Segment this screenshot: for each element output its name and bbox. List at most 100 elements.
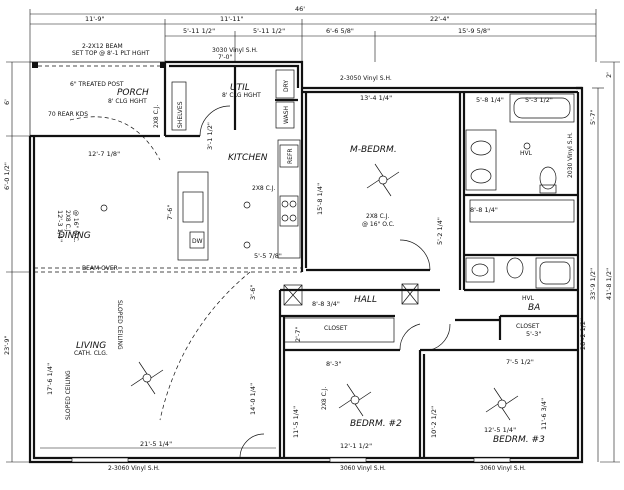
living-area: LIVING CATH. CLG. SLOPED CEILING SLOPED …	[40, 271, 276, 459]
door-swing-icon	[239, 433, 265, 459]
win-bottom-2: 3060 Vinyl S.H.	[340, 465, 386, 472]
bed2-joist: 2X8 C.J.	[321, 386, 328, 410]
bed3-side: 10'-2 1/2"	[430, 406, 438, 438]
room-bath: BA	[528, 303, 540, 313]
stove	[279, 195, 299, 227]
right-dimensions: 41'-8 1/2" 33'-9 1/2" 28'-2 1/2" 5'-7" 2…	[579, 61, 620, 463]
dining-area: DINING 12'-7 1/8" 12'-3 1/4" 2X8 C.J. @ …	[56, 150, 120, 272]
dim-util-width: 5'-11 1/2"	[183, 27, 215, 35]
dining-joist: 2X8 C.J.	[64, 210, 71, 234]
hall-width: 8'-8 3/4"	[312, 300, 340, 308]
rear-kds-note: 70 REAR KDS	[48, 111, 88, 118]
sink-2	[470, 168, 492, 184]
top-dimensions: 46' 11'-9" 11'-11" 22'-4" 5'-11 1/2" 5'-…	[29, 5, 597, 62]
util-window-2: 7'-0"	[218, 54, 232, 61]
toilet	[539, 166, 557, 190]
dim-left-a: 6'	[3, 99, 11, 105]
mb-height: 15'-8 1/4"	[316, 183, 324, 215]
util-shelves	[171, 81, 187, 131]
dim-left-b: 6'-0 1/2"	[3, 162, 11, 190]
hall-area: HALL 8'-8 3/4" 3'-6" CLOSET 8'-3" 2'-7"	[249, 283, 451, 368]
fan-icon	[366, 163, 400, 197]
closet-height: 2'-7"	[294, 327, 302, 342]
beam-over-note: BEAM OVER	[82, 265, 118, 272]
light-icon	[243, 201, 251, 209]
hall-closet-dim: 8'-3"	[326, 360, 341, 368]
dim-left-c: 23'-9"	[3, 335, 11, 355]
porch-joist: 2X8 C.J.	[153, 104, 160, 128]
living-vert: 14'-0 1/4"	[249, 383, 257, 415]
master-bedroom: 2-3050 Vinyl S.H. M-BEDRM. 13'-4 1/4" 15…	[316, 75, 444, 271]
dw-label: DW	[192, 238, 203, 245]
bottom-window-notes: 2-3060 Vinyl S.H. 3060 Vinyl S.H. 3060 V…	[71, 457, 526, 472]
kitchen-height: 3'-1 1/2"	[206, 122, 214, 150]
light-icon	[243, 241, 251, 249]
post-marker	[32, 62, 38, 68]
overall-width-dim: 46'	[295, 5, 305, 13]
room-master-bedroom: M-BEDRM.	[350, 145, 397, 155]
bedroom-2: BEDRM. #2 12'-1 1/2" 11'-5 1/4" 2X8 C.J.	[292, 383, 402, 450]
fan-icon	[130, 361, 164, 395]
left-dimensions: 6' 6'-0 1/2" 23'-9"	[3, 61, 30, 463]
dining-width: 12'-7 1/8"	[88, 150, 120, 158]
post-marker-2	[160, 62, 166, 68]
win-bottom-1: 2-3060 Vinyl S.H.	[108, 465, 160, 472]
door-swing-icon	[399, 323, 421, 351]
washer-label: WASH	[283, 106, 290, 124]
porch-ceiling: 8' CLG HGHT	[108, 98, 147, 105]
kitchen-joist: 2X8 C.J.	[252, 185, 276, 192]
closet-width: 5'-3"	[526, 330, 541, 338]
kitchen-sink	[182, 191, 204, 223]
washer	[275, 101, 295, 129]
util-window: 3030 Vinyl S.H.	[212, 47, 258, 54]
bed3-width: 12'-5 1/4"	[484, 426, 516, 434]
room-util: UTIL	[230, 83, 250, 93]
mb-joist-spacing: @ 16" O.C.	[362, 221, 395, 228]
hvac-unit	[401, 283, 419, 305]
dining-height: 12'-3 1/4"	[56, 210, 64, 242]
door-swing-icon	[429, 323, 451, 351]
dishwasher	[189, 231, 205, 249]
living-sloped: SLOPED CEILING	[116, 300, 123, 350]
post-note: 6" TREATED POST	[70, 81, 124, 88]
vanity	[465, 129, 497, 191]
hvl-label-2: HVL	[522, 295, 535, 302]
refr-label: REFR	[287, 148, 294, 164]
bed3-height: 11'-6 3/4"	[540, 398, 548, 430]
hall-bath: BA HVL	[465, 257, 575, 313]
closet-label-1: CLOSET	[324, 325, 348, 332]
bath-closet-width: 8'-8 1/4"	[470, 206, 498, 214]
sink	[470, 140, 492, 156]
dim-depth-a: 33'-9 1/2"	[589, 268, 597, 300]
beam-note: 2-2X12 BEAM	[82, 43, 123, 50]
toilet-2	[506, 257, 524, 279]
hvl-label: HVL	[520, 150, 533, 157]
porch-area: 2-2X12 BEAM SET TOP @ 8'-1 PLT HGHT 6" T…	[32, 43, 295, 161]
bedroom-3: BEDRM. #3 12'-5 1/4" 11'-6 3/4" 10'-2 1/…	[430, 323, 548, 445]
dim-depth-d: 2'	[605, 72, 613, 78]
refrigerator	[279, 144, 299, 168]
bathtub	[509, 93, 575, 123]
room-dining: DINING	[58, 231, 91, 241]
light-icon	[523, 142, 531, 150]
room-living: LIVING	[76, 341, 106, 351]
interior-walls	[30, 66, 578, 458]
door-swing-icon	[399, 239, 431, 271]
dim-porch-width: 11'-9"	[85, 15, 105, 23]
living-cath: CATH. CLG.	[74, 350, 108, 357]
dining-joist-spacing: @ 16" O.C.	[72, 210, 79, 243]
room-hall: HALL	[354, 295, 377, 305]
dim-depth-c: 5'-7"	[589, 110, 597, 125]
kitchen-counter	[277, 139, 301, 259]
sink-3	[471, 263, 489, 277]
dryer-label: DRY	[283, 80, 290, 92]
room-porch: PORCH	[117, 88, 149, 98]
living-height: 17'-6 1/4"	[46, 363, 54, 395]
mb-side: 5'-2 1/4"	[436, 217, 444, 245]
mb-joist: 2X8 C.J.	[366, 213, 390, 220]
beam-note-2: SET TOP @ 8'-1 PLT HGHT	[72, 50, 150, 57]
dim-center-width: 11'-11"	[220, 15, 244, 23]
door-swing-icon	[199, 105, 231, 137]
bath-window: 2030 Vinyl S.H.	[567, 132, 574, 178]
dim-mb-right: 15'-9 5/8"	[458, 27, 490, 35]
